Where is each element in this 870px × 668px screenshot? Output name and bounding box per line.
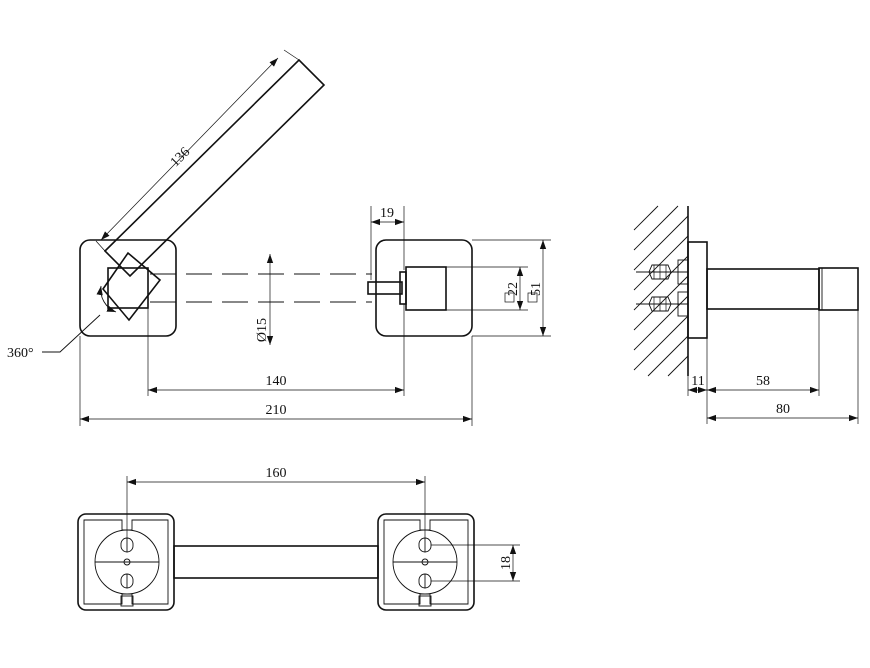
rotation-arc [96,285,117,313]
screw-spacing-label: 18 [499,556,514,570]
side-shaft [706,268,820,310]
rotated-square [101,251,162,322]
center-distance-label: 140 [266,374,287,389]
side-end-cap [818,267,859,311]
rotated-arm [103,58,326,278]
bottom-view: 160 18 [77,466,520,611]
square-small-label: 22 [506,282,521,296]
flange-offset-label: 19 [380,206,394,221]
front-view: 360° 136 19 22 51 Ø15 [7,49,551,426]
screw-lower [636,291,689,317]
projection-label: 80 [776,402,790,417]
square-large-label: 51 [529,282,544,296]
overall-length-label: 210 [266,403,287,418]
arm-length-dimension [100,57,279,241]
right-rosette [377,513,475,611]
mounting-spacing-label: 160 [266,466,287,481]
wall-hatch [633,205,689,377]
rotation-label: 360° [7,346,34,361]
left-rosette [77,513,175,611]
diameter-label: Ø15 [255,318,270,342]
screw-upper [636,259,689,285]
end-square [405,266,447,311]
end-flange [399,271,407,305]
bottom-bar [173,545,379,579]
side-view: 11 58 80 [633,205,859,424]
left-plate [79,239,177,337]
plate-thickness-label: 11 [691,374,704,389]
side-plate [687,241,708,339]
rotation-leader [42,314,101,353]
right-plate [375,239,473,337]
shaft-length-label: 58 [756,374,770,389]
end-pin [367,281,403,295]
